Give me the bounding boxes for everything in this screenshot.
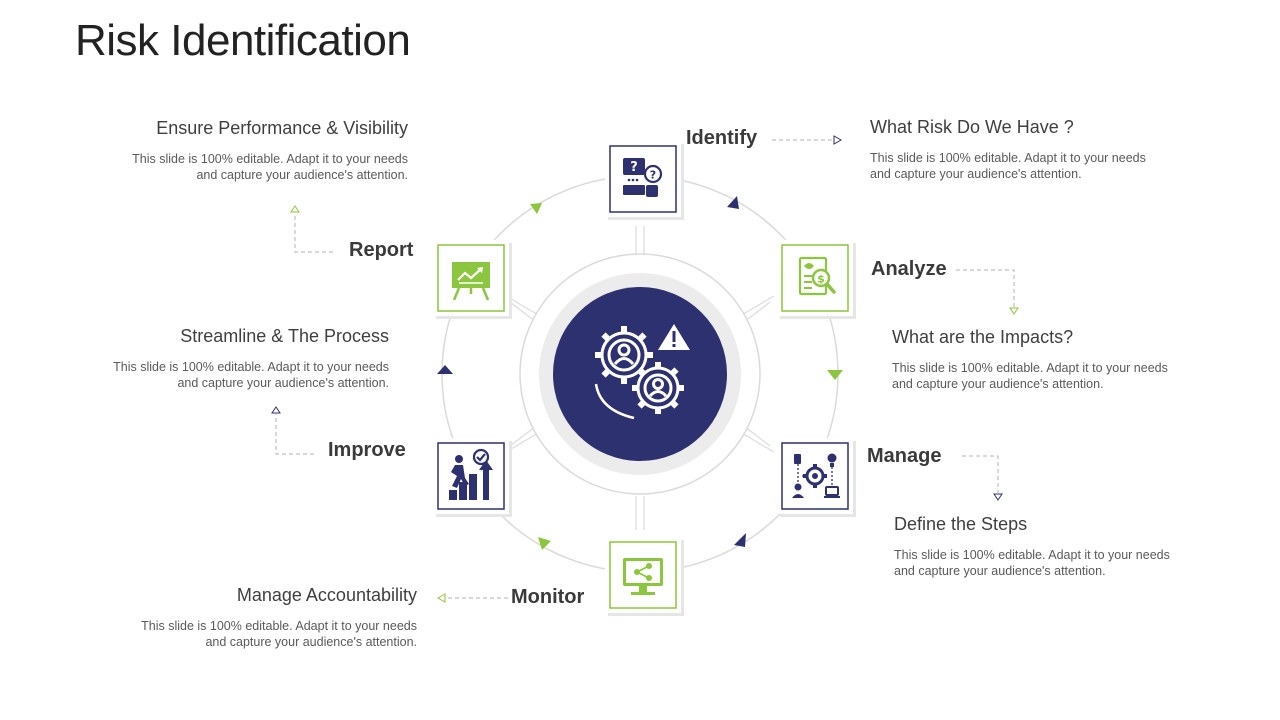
block-heading: Define the Steps xyxy=(894,514,1028,534)
step-label-manage: Manage xyxy=(867,445,942,467)
text-block-identify: What Risk Do We Have ? This slide is 100… xyxy=(870,117,1190,182)
monitor-share-icon xyxy=(623,558,663,595)
text-block-improve: Streamline & The Process This slide is 1… xyxy=(69,326,389,391)
step-label-report: Report xyxy=(349,239,414,261)
icon-box-manage xyxy=(777,438,856,517)
svg-text:?: ? xyxy=(650,169,656,182)
cycle-arrows xyxy=(437,196,843,550)
svg-text:$: $ xyxy=(817,273,825,286)
text-block-analyze: What are the Impacts? This slide is 100%… xyxy=(892,327,1212,392)
arrow-green-analyze xyxy=(827,370,843,380)
icon-box-analyze: $ xyxy=(777,240,856,319)
connectors xyxy=(275,139,1015,599)
arrow-navy-manage xyxy=(734,533,746,547)
warning-icon xyxy=(658,324,690,350)
block-heading: What Risk Do We Have ? xyxy=(870,117,1074,137)
block-heading: What are the Impacts? xyxy=(892,327,1074,347)
text-block-manage: Define the Steps This slide is 100% edit… xyxy=(894,514,1214,579)
arrow-navy-improve xyxy=(437,365,453,374)
block-heading: Streamline & The Process xyxy=(180,326,389,346)
arrow-navy-identify xyxy=(727,196,739,209)
step-label-improve: Improve xyxy=(328,439,406,461)
block-heading: Manage Accountability xyxy=(236,585,417,605)
step-label-analyze: Analyze xyxy=(871,258,947,280)
block-description: This slide is 100% editable. Adapt it to… xyxy=(141,619,417,649)
block-heading: Ensure Performance & Visibility xyxy=(156,118,408,138)
presentation-board-icon xyxy=(452,262,490,301)
arrow-green-monitor xyxy=(538,537,551,550)
block-description: This slide is 100% editable. Adapt it to… xyxy=(132,152,408,182)
gears-people-warning-icon xyxy=(594,326,684,420)
block-description: This slide is 100% editable. Adapt it to… xyxy=(892,361,1168,391)
document-magnifier-icon: $ xyxy=(798,256,836,296)
text-block-monitor: Manage Accountability This slide is 100%… xyxy=(97,585,417,650)
growth-climb-icon xyxy=(449,448,493,500)
process-network-icon xyxy=(792,453,840,498)
arrow-green-report xyxy=(530,203,542,214)
icon-box-monitor xyxy=(605,537,684,616)
step-label-monitor: Monitor xyxy=(511,586,585,608)
connector-heads xyxy=(271,135,1019,603)
icon-boxes: ? ? $ xyxy=(433,141,856,616)
icon-box-improve xyxy=(433,438,512,517)
question-chat-icon: ? ? xyxy=(623,158,663,197)
text-block-report: Ensure Performance & Visibility This sli… xyxy=(88,118,408,183)
block-description: This slide is 100% editable. Adapt it to… xyxy=(870,151,1146,181)
svg-text:?: ? xyxy=(630,160,638,175)
block-description: This slide is 100% editable. Adapt it to… xyxy=(894,548,1170,578)
block-description: This slide is 100% editable. Adapt it to… xyxy=(113,360,389,390)
icon-box-identify: ? ? xyxy=(605,141,684,220)
icon-box-report xyxy=(433,240,512,319)
step-label-identify: Identify xyxy=(686,127,758,149)
page-title: Risk Identification xyxy=(75,16,411,65)
